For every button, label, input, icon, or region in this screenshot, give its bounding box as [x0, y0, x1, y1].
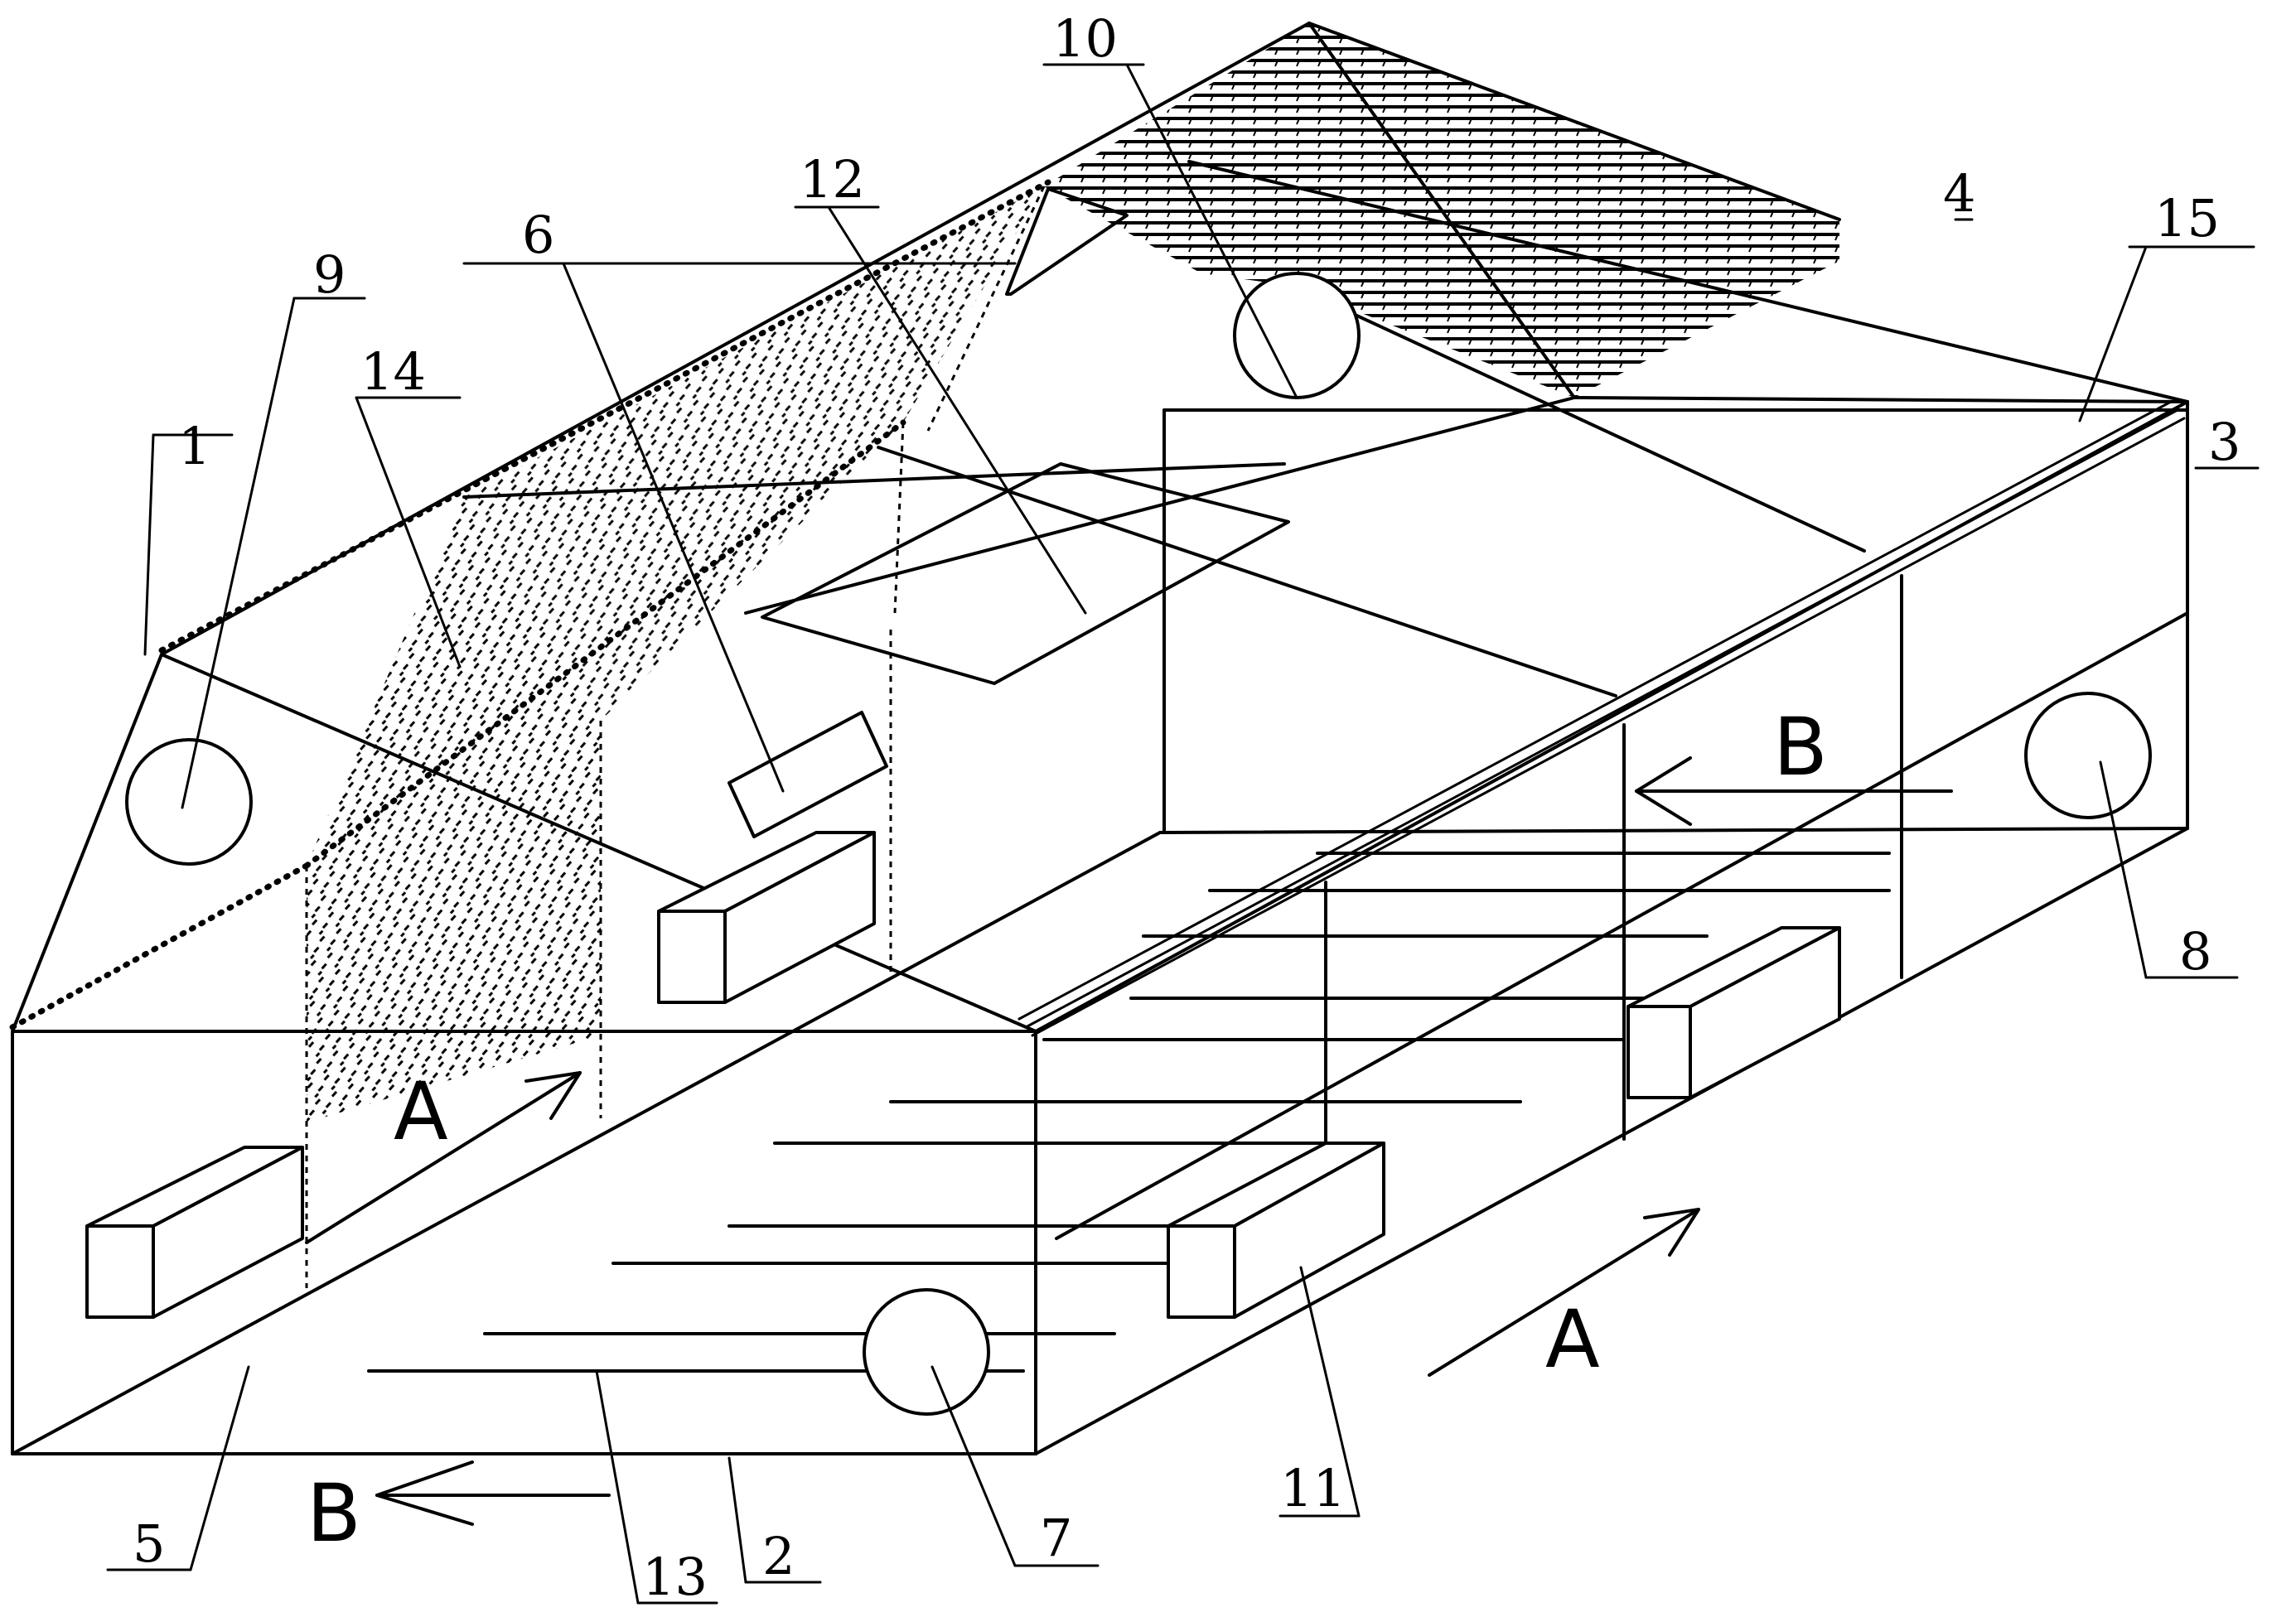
label-2: 2 [762, 1526, 795, 1586]
arrow-label-a-right: A [1545, 1293, 1600, 1386]
fan-7 [863, 1288, 990, 1416]
label-14: 14 [360, 341, 426, 402]
fan-10 [1233, 272, 1361, 399]
speckled-panel-14 [307, 721, 601, 1122]
label-13: 13 [642, 1547, 708, 1607]
roof-panel-cross-2 [1291, 284, 1866, 553]
label-9: 9 [313, 244, 346, 305]
arrow-a-front [305, 1071, 582, 1244]
floor-back-line [1158, 827, 2189, 834]
rail-15 [1017, 400, 2186, 1037]
label-11: 11 [1280, 1458, 1346, 1518]
arrow-b-mid [1635, 756, 1953, 826]
dashed-line-5 [926, 186, 1046, 432]
roof-mid-line [462, 462, 1286, 499]
label-1: 1 [178, 416, 210, 476]
speckled-roof-band [307, 497, 601, 866]
arrow-label-a-front: A [394, 1065, 448, 1158]
label-10: 10 [1052, 8, 1118, 69]
dotted-edge-left [9, 862, 310, 1031]
leader-lines [106, 63, 2260, 1605]
floor-diagonal [11, 831, 1162, 1455]
sensor-6 [727, 711, 888, 838]
inclined-plate-12 [761, 462, 1290, 685]
block-11 [1167, 1142, 1385, 1319]
roof-panel-line [744, 396, 1576, 615]
block-right [1627, 926, 1841, 1099]
label-15: 15 [2154, 188, 2220, 249]
dashed-line-4 [893, 422, 905, 614]
label-3: 3 [2208, 412, 2240, 472]
right-bottom-edge [1034, 827, 2189, 1455]
block-center [657, 831, 876, 1004]
roof-panel-cross [877, 446, 1617, 697]
fan-8 [2024, 692, 2152, 819]
left-gable-edge [11, 653, 163, 1033]
arrow-label-b-bottom: B [307, 1467, 361, 1560]
arrow-b-bottom [375, 1460, 611, 1526]
label-5: 5 [133, 1513, 165, 1574]
label-12: 12 [800, 149, 865, 210]
label-4: 4 [1943, 163, 1975, 224]
fan-9 [125, 738, 253, 866]
block-left-front [85, 1146, 304, 1319]
label-8: 8 [2179, 921, 2211, 982]
arrow-label-b-mid: B [1773, 701, 1828, 794]
arrow-a-right [1428, 1208, 1700, 1377]
label-6: 6 [522, 205, 554, 265]
roof-back-edge [1308, 22, 1841, 221]
roof-right-edge [1187, 160, 2189, 403]
small-top-plate [1005, 187, 1129, 296]
label-7: 7 [1040, 1508, 1072, 1568]
right-panel-top [1055, 611, 2189, 1240]
